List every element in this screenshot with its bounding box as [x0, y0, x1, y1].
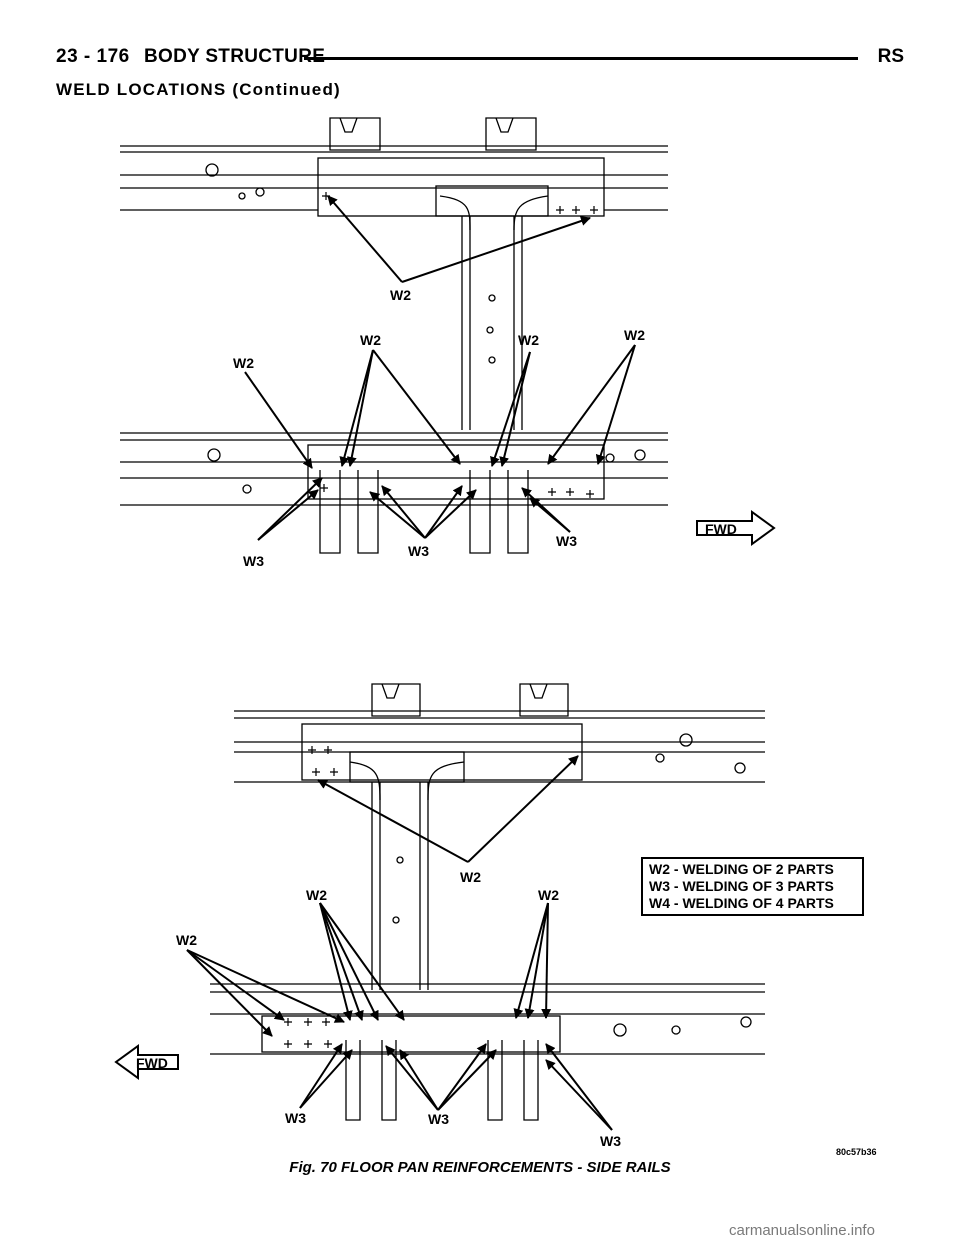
- w2-label: W2: [360, 332, 381, 348]
- fwd-arrow-right: FWD: [696, 510, 776, 546]
- w2-label: W2: [390, 287, 411, 303]
- fwd-arrow-left: FWD: [114, 1044, 179, 1080]
- section-title: BODY STRUCTURE: [144, 46, 326, 67]
- w3-label: W3: [428, 1111, 449, 1127]
- w2-label: W2: [176, 932, 197, 948]
- page-number: 23 - 176: [56, 46, 130, 67]
- w2-label: W2: [306, 887, 327, 903]
- top-view-labels: W2 W2 W2 W2 W2 W3 W3 W3: [233, 287, 645, 569]
- top-view: [120, 117, 668, 554]
- w3-label: W3: [556, 533, 577, 549]
- weld-legend: W2 - WELDING OF 2 PARTS W3 - WELDING OF …: [641, 857, 864, 916]
- w2-label: W2: [233, 355, 254, 371]
- figure-code: 80c57b36: [836, 1147, 877, 1157]
- header-rule: [304, 57, 858, 60]
- fwd-label: FWD: [705, 521, 737, 537]
- top-view-leaders: [244, 195, 636, 541]
- bottom-view: [210, 683, 765, 1121]
- legend-item-w3: W3 - WELDING OF 3 PARTS: [649, 878, 834, 894]
- bottom-view-weld-marks: [284, 746, 338, 1048]
- legend-item-w4: W4 - WELDING OF 4 PARTS: [649, 895, 834, 911]
- page-header: 23 - 176 BODY STRUCTURE RS: [56, 46, 904, 72]
- legend-item-w2: W2 - WELDING OF 2 PARTS: [649, 861, 834, 877]
- fwd-label: FWD: [136, 1055, 168, 1071]
- bottom-view-labels: W2 W2 W2 W2 W3 W3 W3: [176, 869, 621, 1149]
- watermark[interactable]: carmanualsonline.info: [729, 1222, 875, 1239]
- w2-label: W2: [538, 887, 559, 903]
- w2-label: W2: [624, 327, 645, 343]
- model-code: RS: [877, 46, 904, 67]
- bottom-view-leaders: [186, 755, 613, 1131]
- w3-label: W3: [285, 1110, 306, 1126]
- w2-label: W2: [460, 869, 481, 885]
- w3-label: W3: [600, 1133, 621, 1149]
- section-subtitle: WELD LOCATIONS (Continued): [56, 80, 341, 99]
- w3-label: W3: [408, 543, 429, 559]
- w2-label: W2: [518, 332, 539, 348]
- figure-caption: Fig. 70 FLOOR PAN REINFORCEMENTS - SIDE …: [289, 1159, 671, 1176]
- w3-label: W3: [243, 553, 264, 569]
